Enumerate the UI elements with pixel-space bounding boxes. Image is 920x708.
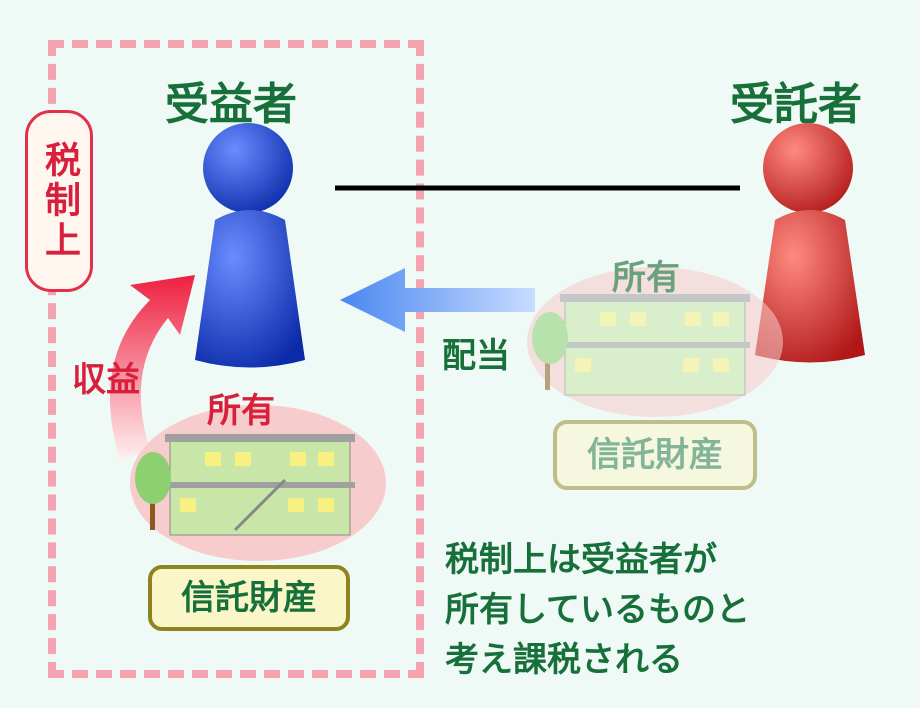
note-line: 所有しているものと xyxy=(445,590,750,630)
trustee-person-icon xyxy=(755,123,865,363)
explanation-note: 税制上は受益者が 所有しているものと 考え課税される xyxy=(445,535,750,685)
note-line: 考え課税される xyxy=(445,640,683,680)
left-building-icon xyxy=(130,405,386,561)
tax-boundary-box xyxy=(48,40,424,678)
right-building-icon xyxy=(527,267,783,417)
dividend-arrow-icon xyxy=(340,268,535,332)
beneficiary-title: 受益者 xyxy=(165,79,297,130)
dividend-label: 配当 xyxy=(442,336,510,376)
left-trust-property-box: 信託財産 xyxy=(148,565,350,631)
income-label: 収益 xyxy=(72,360,140,400)
trustee-title: 受託者 xyxy=(730,79,862,130)
left-ownership-label: 所有 xyxy=(207,391,275,431)
income-arrow-icon xyxy=(110,275,195,460)
beneficiary-person-icon xyxy=(195,123,305,368)
tax-label: 税制上 xyxy=(25,110,93,292)
right-ownership-label: 所有 xyxy=(612,258,680,298)
right-trust-property-box: 信託財産 xyxy=(553,420,757,490)
note-line: 税制上は受益者が xyxy=(445,540,717,580)
